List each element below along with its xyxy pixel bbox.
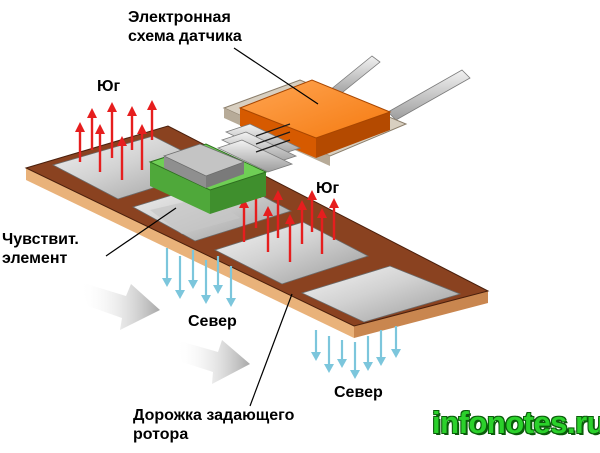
label-line: Чувствит. [2,231,79,248]
motion-arrow-left [80,282,160,330]
track-right-edge [354,291,488,338]
south-arrow [285,214,295,262]
label-south-left: Юг [97,78,121,95]
track-front-edge [26,168,354,338]
label-north-mid: Север [188,313,237,330]
label-sensing-element: Чувствит. элемент [2,230,79,268]
north-arrow [188,250,198,289]
label-line: ротора [133,426,189,443]
label-line: Дорожка задающего [133,407,295,424]
north-arrow [376,330,386,366]
north-arrow [363,336,373,371]
south-arrow [317,208,327,254]
sensor-body-right [210,172,266,214]
motion-arrow-mid [176,340,250,384]
sensor-die-right [206,162,244,188]
south-arrow [107,102,117,158]
south-arrow [147,100,157,140]
sensor-body-front [150,162,210,214]
north-arrow [226,266,236,307]
south-arrow [329,198,339,240]
leader-lines [105,47,319,407]
south-arrow [307,190,317,232]
chip-side-front [240,108,316,158]
north-arrow [162,248,172,287]
label-line: элемент [2,250,68,267]
north-arrow [324,336,334,373]
north-arrow [311,330,321,361]
south-arrow [95,124,105,172]
chip-side-right [316,112,390,158]
label-line: схема датчика [128,28,242,45]
north-arrow [337,340,347,368]
south-arrow [263,206,273,252]
south-arrow [117,136,127,180]
sensor-die-top [162,143,246,177]
south-field-arrows-left [75,100,157,180]
south-arrow [273,190,283,238]
sensor-circuit-module [216,55,471,173]
leader-track [249,293,293,407]
site-watermark: infonotes.ru [432,405,600,440]
leader-circuit [233,47,319,105]
sensor-die-front [164,156,206,188]
south-arrow [127,106,137,150]
north-arrow [201,260,211,304]
chip-top [238,79,392,139]
label-sensor-circuit: Электронная схема датчика [128,8,242,46]
sensing-element [148,143,268,234]
south-field-arrows-right [239,188,339,262]
north-arrow [213,256,223,294]
north-field-arrows-right [311,326,401,379]
north-arrow [350,342,360,379]
label-line: Электронная [128,9,231,26]
label-reference-track: Дорожка задающего ротора [133,406,294,444]
north-arrow [175,256,185,299]
connector-pins [216,123,302,173]
south-arrow [87,108,97,150]
label-south-right: Юг [316,180,340,197]
motion-arrows [80,282,250,384]
north-arrow [391,326,401,358]
south-arrow [137,124,147,170]
south-arrow [297,200,307,244]
north-field-arrows-left [162,248,236,307]
label-north-right: Север [334,384,383,401]
magnet-pad-3 [213,221,370,285]
leader-sensor [105,207,177,257]
south-arrow [75,122,85,162]
magnet-pad-4 [300,265,462,323]
